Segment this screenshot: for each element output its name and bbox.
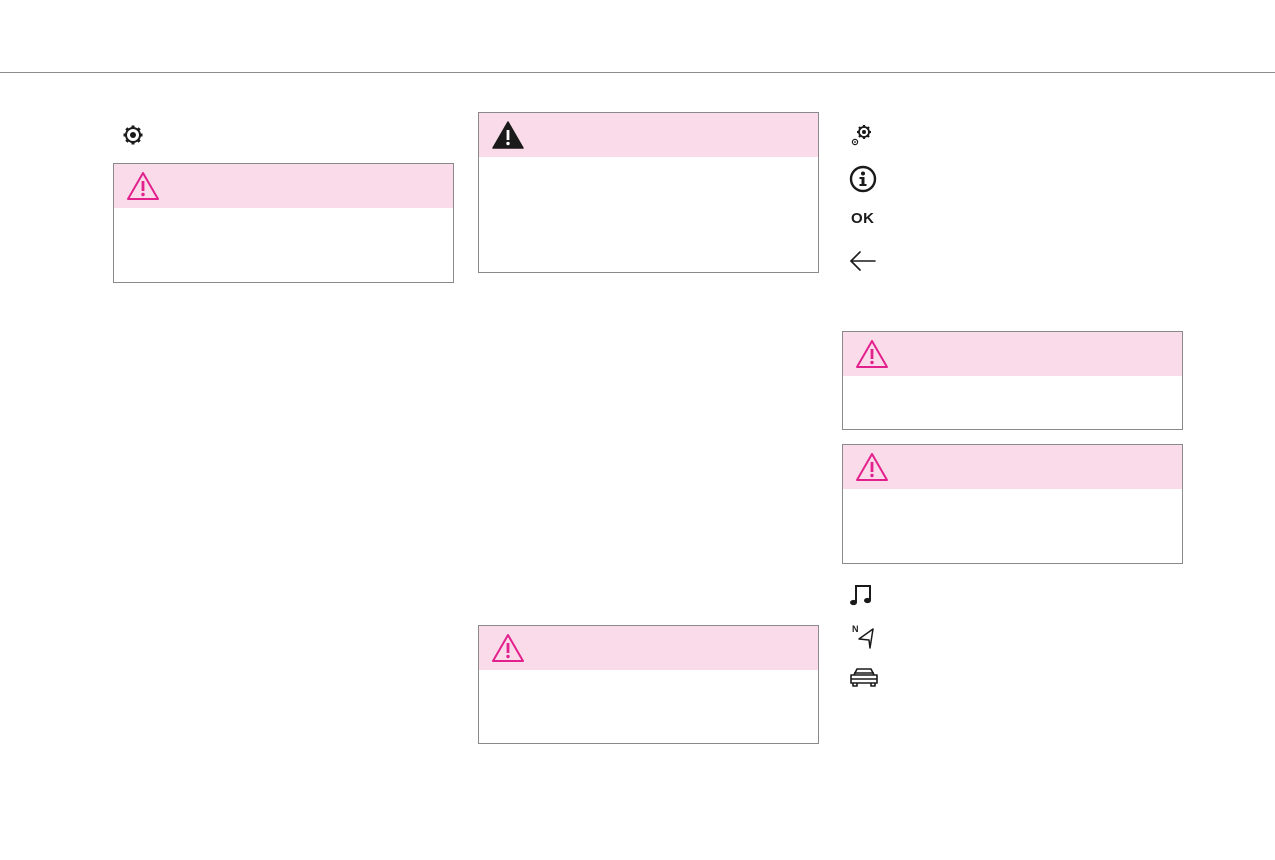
warning-band: [843, 445, 1182, 489]
warning-box: [113, 163, 454, 283]
warning-triangle-outline-icon: [856, 340, 888, 368]
car-icon: [850, 668, 878, 687]
header-divider: [0, 72, 1275, 73]
warning-triangle-outline-icon: [492, 634, 524, 662]
warning-box: [478, 625, 819, 744]
music-note-icon: [850, 585, 871, 606]
info-icon: [849, 165, 877, 193]
svg-text:N: N: [852, 624, 859, 634]
settings-gears-icon: [851, 125, 871, 146]
back-arrow-icon: [850, 251, 876, 271]
warning-band: [479, 113, 818, 157]
ok-label: OK: [851, 210, 875, 227]
warning-band: [843, 332, 1182, 376]
settings-gear-icon: [123, 125, 143, 145]
warning-box: [478, 112, 819, 273]
warning-triangle-filled-icon: [492, 121, 524, 149]
navigation-north-icon: N: [852, 624, 874, 649]
warning-box: [842, 444, 1183, 564]
warning-box: [842, 331, 1183, 430]
warning-triangle-outline-icon: [127, 172, 159, 200]
warning-triangle-outline-icon: [856, 453, 888, 481]
warning-band: [114, 164, 453, 208]
warning-band: [479, 626, 818, 670]
